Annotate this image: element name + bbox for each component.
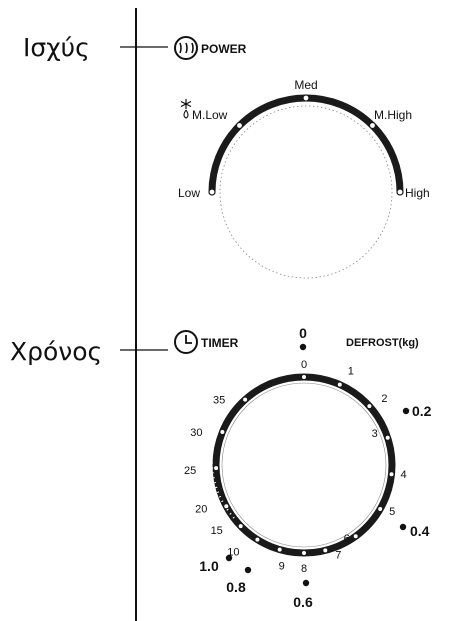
defrost-dot-0.4: [399, 523, 407, 531]
timer-label-9: 9: [279, 561, 285, 573]
timer-mark-9: [276, 546, 283, 553]
timer-label-30: 30: [190, 427, 202, 439]
power-icon: [174, 36, 198, 60]
power-mark-mlow: [235, 121, 244, 130]
defrost-label-0.6: 0.6: [293, 594, 313, 610]
timer-title: TIMER: [201, 336, 239, 350]
timer-dial-inner-circle: [221, 382, 387, 548]
timer-mark-1: [336, 381, 343, 388]
timer-mark-2: [366, 403, 373, 409]
power-mark-mhigh: [368, 121, 377, 130]
defrost-dot-0.2: [402, 407, 410, 415]
timer-mark-4: [388, 471, 395, 478]
timer-mark-7: [322, 547, 329, 554]
timer-mark-10: [254, 536, 261, 543]
timer-label-0: 0: [301, 359, 307, 371]
power-label-med: Med: [294, 78, 317, 92]
timer-mark-30: [219, 429, 226, 435]
defrost-dot-0.8: [244, 566, 252, 574]
defrost-scale: 0 0.2 0.4 0.6 0.8 1.0: [199, 325, 431, 610]
timer-label-2: 2: [381, 393, 387, 405]
timer-mark-3: [384, 434, 391, 441]
timer-label-25: 25: [184, 465, 196, 477]
timer-callout-label: Χρόνος: [10, 337, 103, 366]
power-mark-med: [302, 94, 310, 102]
power-label-mhigh: M.High: [374, 108, 412, 122]
power-label-low: Low: [178, 186, 200, 200]
power-dial-inner-circle: [219, 105, 393, 279]
timer-label-4: 4: [400, 469, 406, 481]
timer-mark-5: [377, 506, 384, 512]
timer-mark-20: [223, 503, 230, 510]
timer-label-1: 1: [348, 366, 354, 378]
timer-label-8: 8: [301, 563, 307, 575]
clock-icon: [174, 330, 198, 354]
defrost-label-0: 0: [299, 325, 307, 341]
power-dial[interactable]: [208, 94, 404, 279]
timer-mark-35: [242, 396, 248, 403]
timer-label-3: 3: [372, 428, 378, 440]
power-dial-arc: [208, 94, 404, 196]
power-mark-low: [208, 188, 216, 196]
snowflake-drop-icon: [180, 99, 192, 119]
power-title: POWER: [201, 42, 247, 56]
power-mark-high: [396, 188, 404, 196]
timer-label-35: 35: [213, 395, 225, 407]
defrost-label-1.0: 1.0: [199, 558, 219, 574]
timer-mark-15: [237, 523, 244, 529]
timer-mark-0: [301, 374, 307, 380]
defrost-dot-1.0: [225, 554, 233, 562]
timer-mark-8: [301, 550, 307, 556]
power-callout-label: Ισχύς: [23, 33, 90, 62]
power-label-mlow: M.Low: [192, 108, 228, 122]
timer-label-6: 6: [344, 533, 350, 545]
defrost-label-0.8: 0.8: [226, 579, 246, 595]
power-label-high: High: [405, 186, 430, 200]
defrost-label-0.2: 0.2: [412, 403, 432, 419]
timer-label-15: 15: [211, 525, 223, 537]
timer-label-7: 7: [335, 549, 341, 561]
timer-mark-6: [352, 533, 359, 539]
timer-label-5: 5: [389, 506, 395, 518]
timer-label-20: 20: [195, 503, 207, 515]
timer-mark-25: [213, 465, 219, 471]
defrost-label-0.4: 0.4: [410, 523, 430, 539]
defrost-dot-0.6: [302, 579, 310, 587]
defrost-dot-0: [299, 343, 307, 351]
defrost-title: DEFROST(kg): [346, 337, 419, 349]
